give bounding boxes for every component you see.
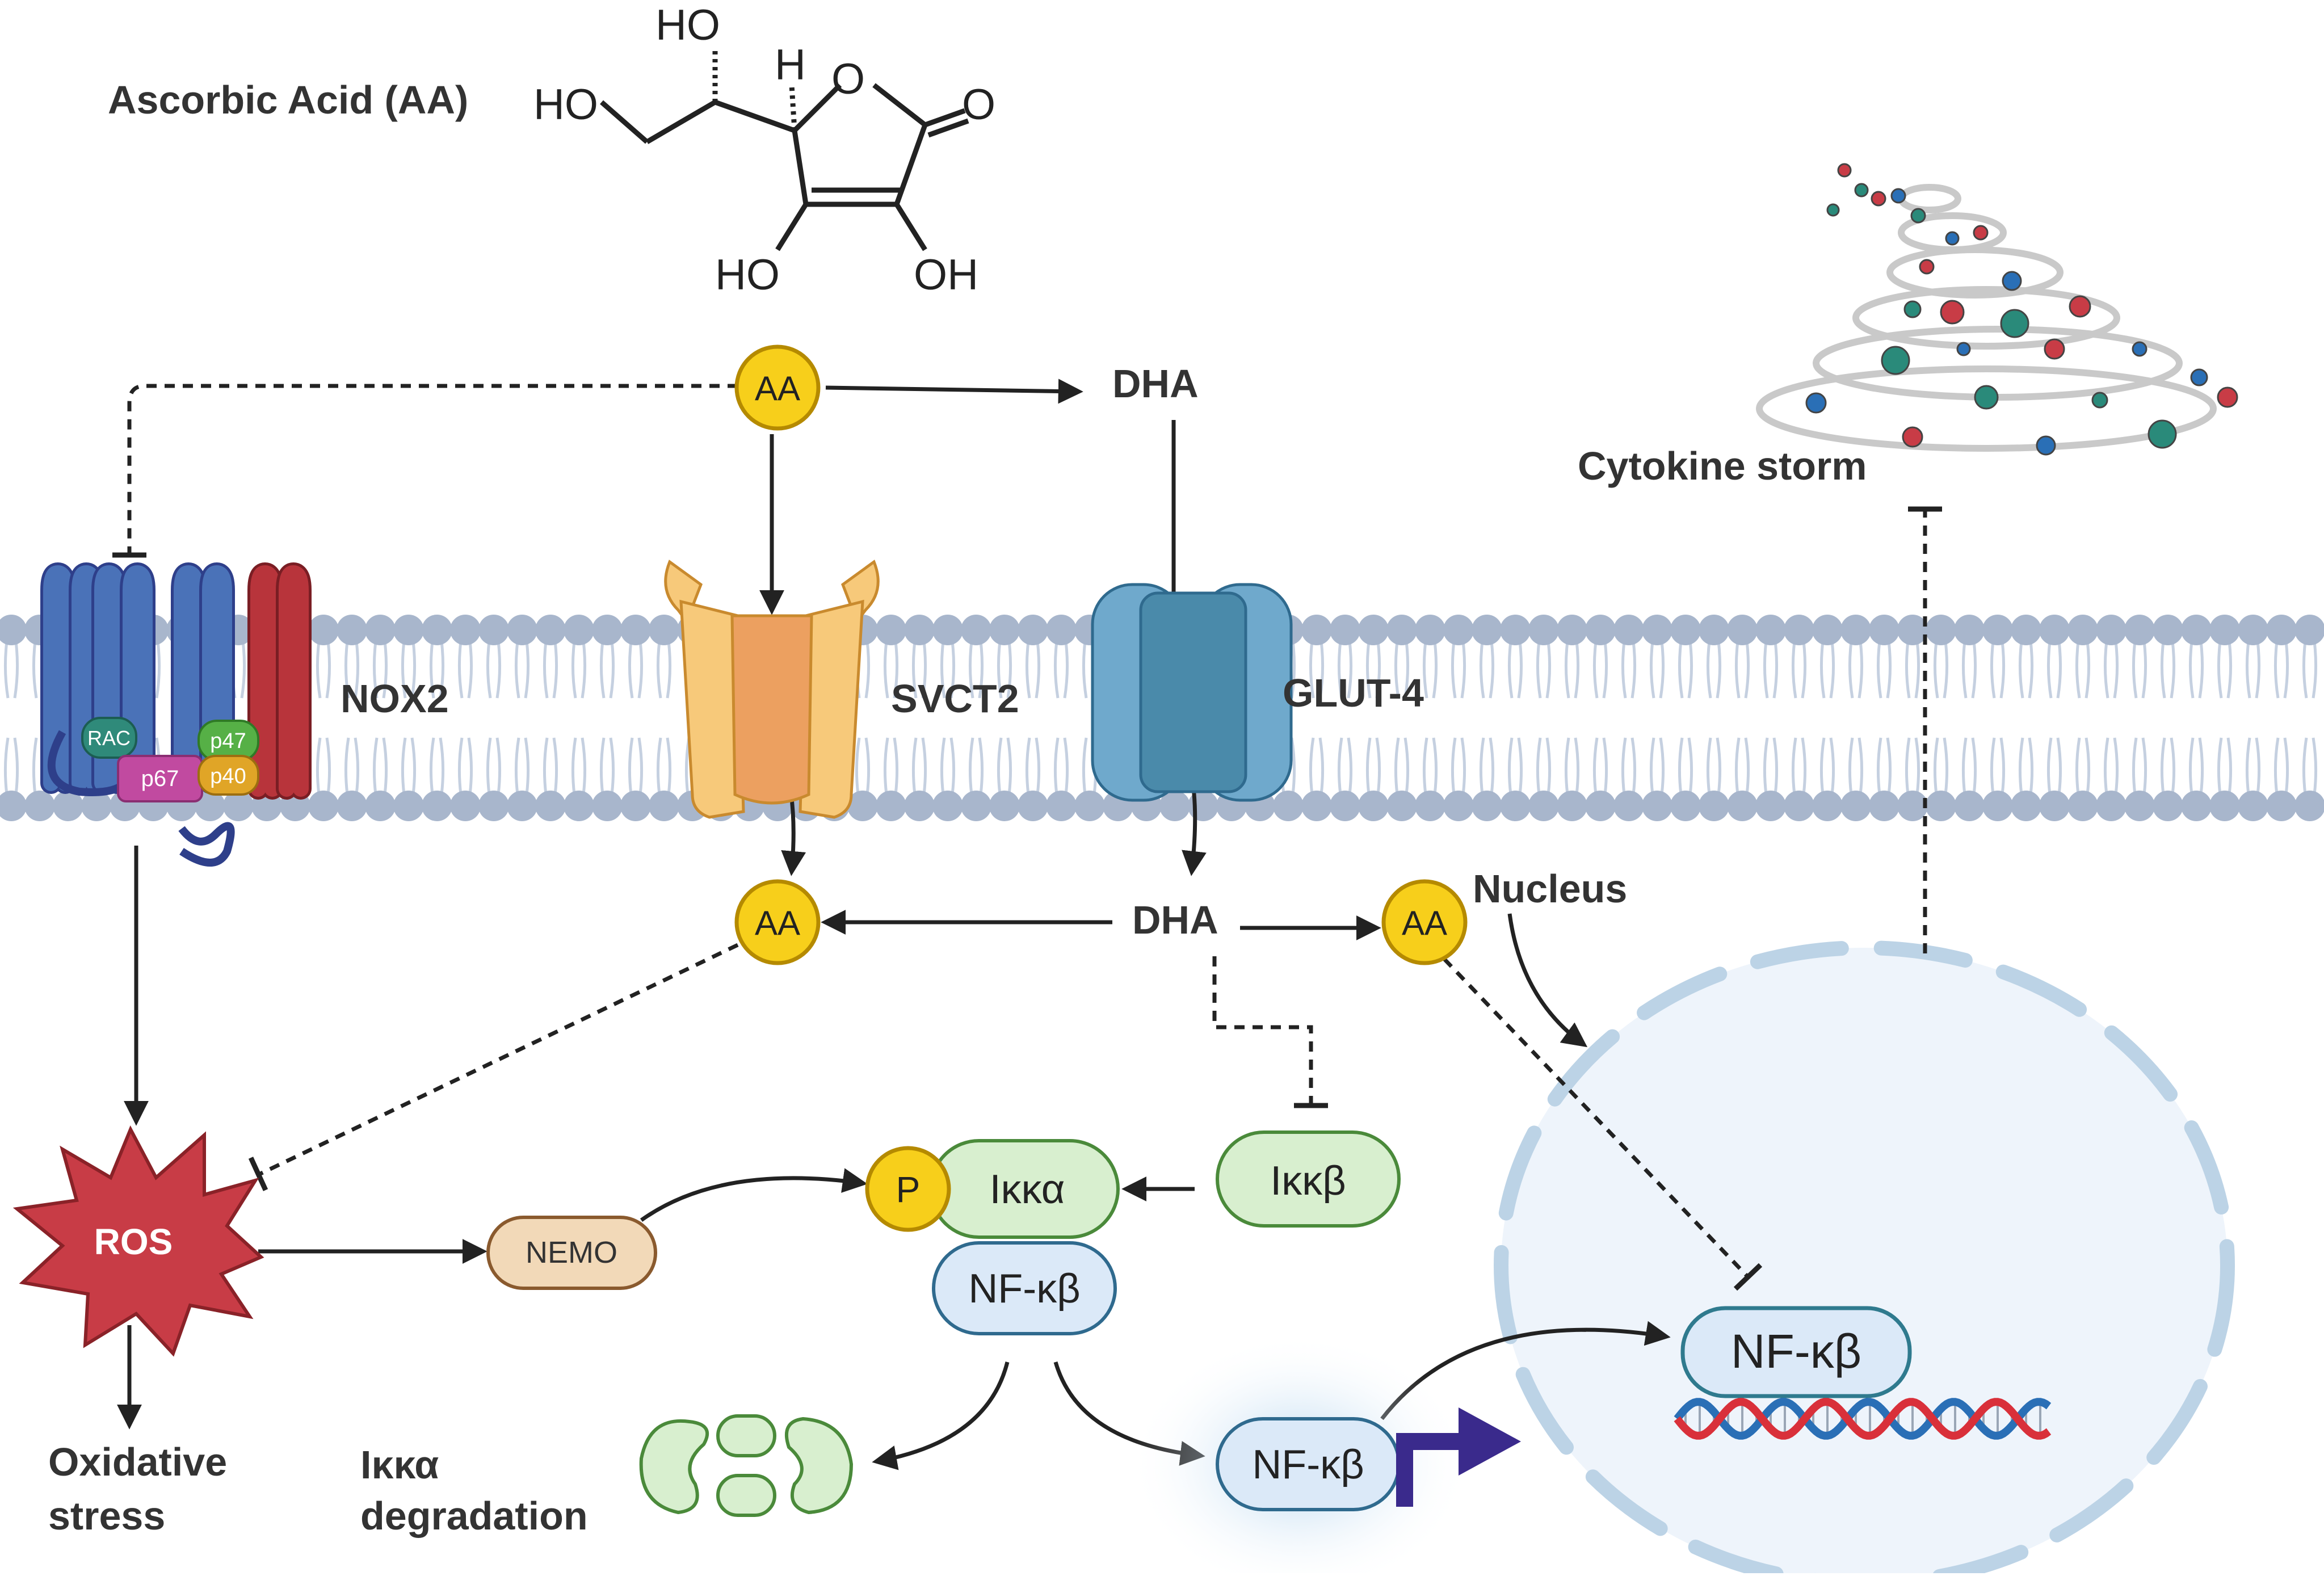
label-oh-bottom-right: OH [914,251,978,299]
aa-node-left-label: AA [755,904,800,942]
label-ho-left: HO [533,81,598,129]
cytokine-dot [2091,392,2108,409]
ros-label: ROS [94,1221,173,1262]
cytokine-dot [1910,208,1926,224]
cytokine-dot [1881,346,1910,375]
ikka-label: Iκκα [990,1167,1065,1212]
p67-label: p67 [141,766,179,791]
cytokine-dot [2044,338,2065,360]
cytokine-dot [1974,385,1999,410]
nemo-label: NEMO [526,1235,617,1270]
aa-node-right: AA [1381,879,1468,965]
inhibit-aa-to-nfkb [1443,957,1750,1279]
cytokine-dot [2069,295,2091,318]
ikka-degradation-line2: degradation [360,1494,588,1538]
p40-label: p40 [210,764,246,788]
inhibit-aa-to-ros [257,943,739,1177]
label-o-ring: O [831,55,865,103]
cytokine-dot [2132,341,2148,357]
cytokine-dot [1871,191,1886,207]
oxidative-stress-line2: stress [48,1494,165,1538]
cytokine-dot [1956,342,1971,356]
nox2-complex: RAC p67 p47 p40 [40,562,312,867]
aa-node-top-label: AA [755,369,800,407]
cytokine-dot [2148,419,2177,449]
cytokine-dot [2002,271,2022,291]
cytokine-dot [1945,231,1960,246]
label-ho-bottom-left: HO [715,251,780,299]
nfkb-free-label: NF-κβ [1252,1442,1364,1487]
aa-node-right-label: AA [1402,904,1447,942]
cytokine-dot [1890,188,1906,204]
nox2-label: NOX2 [341,676,449,721]
cytokine-storm-graphic [1756,163,2238,456]
cytokine-dot [1940,300,1965,325]
cytokine-dot [2036,435,2056,456]
ikka-nfkb-complex: Iκκα P NF-κβ [865,1139,1120,1335]
label-h: H [775,41,806,89]
ikkb-label: Iκκβ [1270,1158,1346,1204]
arrow-nemo-to-ikka [640,1168,868,1222]
aa-node-left: AA [734,879,821,965]
cytokine-dot [1902,426,1923,448]
cell-membrane [0,615,2324,821]
cytokine-dot [1973,225,1989,241]
nfkb-complex-label: NF-κβ [968,1266,1080,1312]
nucleus [1494,940,2235,1576]
svct2-transporter [664,560,880,819]
ros-burst: ROS [12,1125,264,1357]
label-ho-top: HO [655,1,720,49]
arrow-nucleus-label [1507,913,1588,1048]
nfkb-nuclear-label: NF-κβ [1731,1325,1861,1378]
translocation-arrow-icon [1396,1407,1521,1507]
subunit-p40 [197,755,259,796]
inhibit-aa-to-nox2 [127,384,738,553]
inhibit-dha-to-ikkb [1212,956,1313,1104]
cytokine-dot [2190,368,2208,386]
aa-node-top: AA [734,344,821,431]
glut4-transporter [1091,583,1293,802]
ikka-degradation-fragments [639,1414,854,1517]
ikka-degradation-line1: Iκκα [360,1443,439,1487]
cytokine-dot [1837,163,1852,178]
cytokine-dot [2217,386,2238,408]
p47-label: p47 [210,729,246,753]
cytokine-dot [1903,300,1922,318]
phospho-label: P [896,1169,921,1210]
rac-label: RAC [87,726,131,750]
ikkb-node: Iκκβ [1216,1130,1401,1228]
nfkb-nuclear-node: NF-κβ [1680,1306,1912,1398]
oxidative-stress-line1: Oxidative [48,1440,227,1484]
glut4-label: GLUT-4 [1283,671,1424,715]
ascorbic-acid-structure [600,51,969,251]
subunit-rac [81,717,137,759]
cytokine-dot [1826,203,1840,217]
label-o-carbonyl: O [962,81,995,129]
cytokine-dot [1805,392,1827,414]
cytokine-dot [1854,183,1869,197]
title: Ascorbic Acid (AA) [108,78,468,122]
cytokine-dot [1919,259,1935,275]
nemo-node: NEMO [486,1216,657,1290]
dha-middle-label: DHA [1132,898,1218,942]
arrow-aa-to-dha [825,379,1083,404]
cytokine-storm-label: Cytokine storm [1578,444,1867,488]
dna-helix [1674,1398,2052,1440]
nucleus-label: Nucleus [1473,867,1627,911]
molecule-labels: HO H O O HO HO OH [533,1,995,299]
svct2-label: SVCT2 [891,676,1019,721]
dha-top-label: DHA [1112,362,1199,406]
cytokine-dot [2000,309,2029,338]
nfkb-free-node: NF-κβ [1216,1417,1401,1511]
arrow-to-degradation [872,1361,1010,1470]
